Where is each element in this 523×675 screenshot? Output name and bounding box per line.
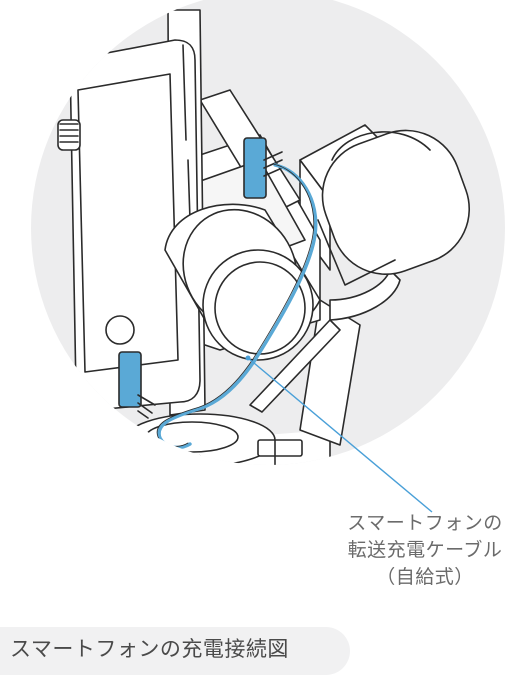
gimbal-arm (249, 269, 401, 446)
bottom-connector (118, 351, 156, 419)
caption-bar: スマートフォンの充電接続図 (0, 627, 350, 675)
callout-leader-line (247, 357, 433, 513)
charging-cable-icon (157, 163, 318, 450)
callout-label: スマートフォンの 転送充電ケーブル （自給式） (330, 510, 520, 591)
roll-motor (299, 124, 471, 286)
caption-text: スマートフォンの充電接続図 (10, 637, 289, 661)
callout-line-2: 転送充電ケーブル (347, 539, 503, 561)
callout-line-3: （自給式） (376, 566, 474, 588)
callout-line-1: スマートフォンの (347, 512, 503, 534)
smartphone-icon (57, 9, 206, 416)
tilt-motor (164, 203, 321, 361)
top-connector (243, 137, 283, 199)
